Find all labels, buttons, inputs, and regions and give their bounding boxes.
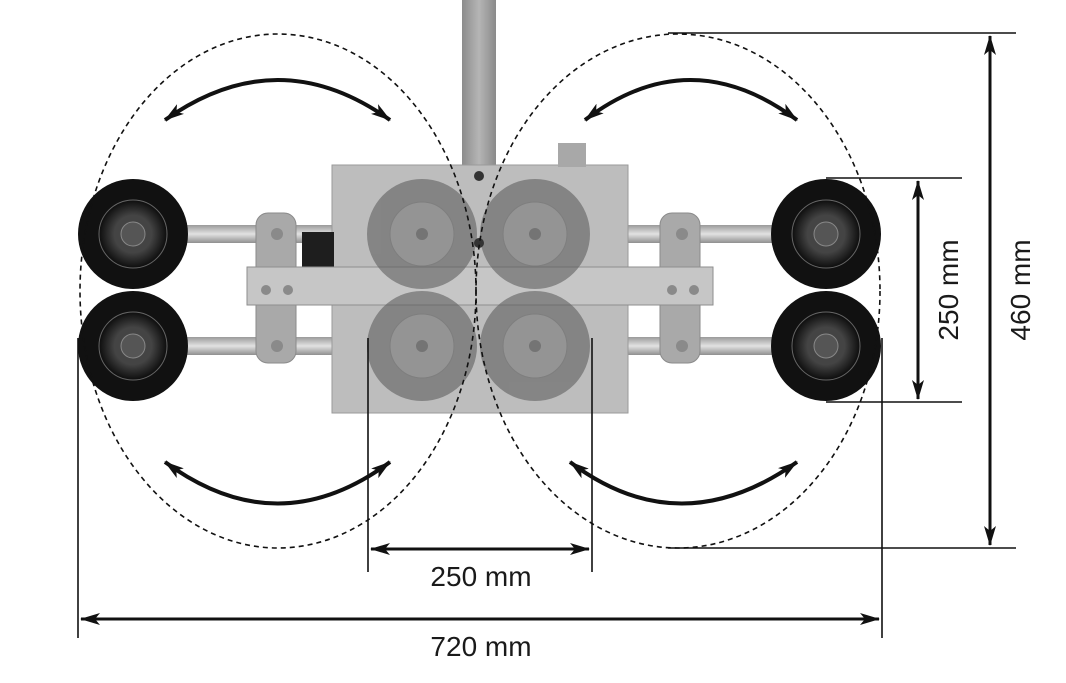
cross-bar: [246, 266, 714, 306]
lifting-pole: [462, 0, 496, 172]
outer-cups: [78, 179, 881, 401]
motor-unit: [302, 232, 334, 268]
rotation-arrow-icon: [163, 78, 392, 122]
extension-lines: [77, 32, 1016, 638]
valve-fitting: [558, 143, 586, 167]
rotation-arrow-icon: [163, 460, 392, 506]
label-total-width: 720 mm: [430, 631, 531, 662]
rotation-arrows: [163, 78, 799, 506]
crossbar-bolts: [261, 228, 699, 352]
outer-cup: [78, 291, 188, 401]
outer-cup: [771, 179, 881, 289]
suction-cup: [480, 291, 590, 401]
outer-cup: [78, 179, 188, 289]
label-vertical-spacing: 250 mm: [933, 239, 964, 340]
suction-cup: [367, 179, 477, 289]
suction-cups: [367, 179, 590, 401]
outer-cup: [771, 291, 881, 401]
suction-cup: [480, 179, 590, 289]
suction-cup: [367, 291, 477, 401]
rotation-arrow-icon: [583, 78, 799, 122]
dimension-arrows: [80, 35, 996, 625]
label-total-height: 460 mm: [1005, 239, 1036, 340]
label-horizontal-spacing: 250 mm: [430, 561, 531, 592]
rotation-arrow-icon: [568, 460, 799, 506]
